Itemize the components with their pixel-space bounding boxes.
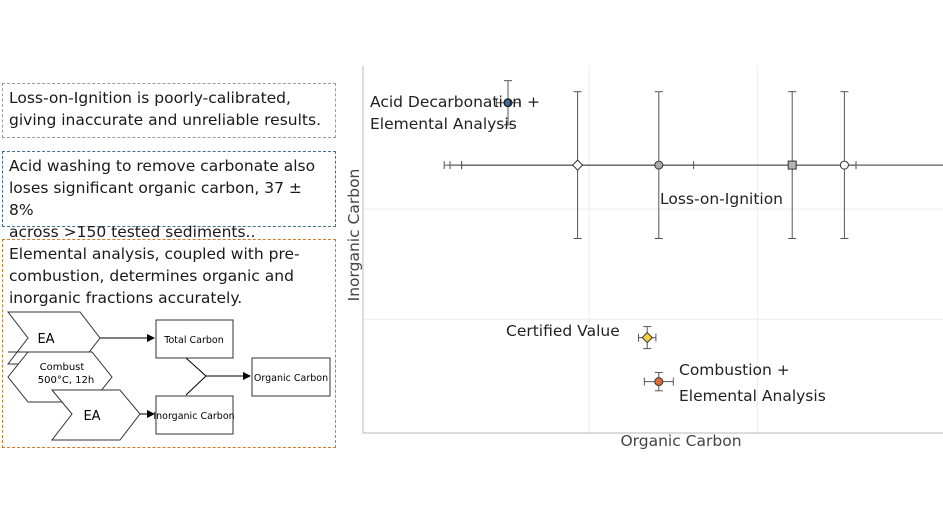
chart-markers [503,98,849,387]
inorganic-carbon-box [155,395,234,435]
acid-note-line3: across >150 tested sediments.. [9,223,256,241]
combust-label-line2: 500°C, 12h [38,375,95,386]
point-marker-0 [503,98,513,108]
annotation-loi: Loss-on-Ignition [660,190,783,208]
organic-carbon-label: Organic Carbon [254,373,328,384]
x-axis-label: Organic Carbon [620,432,741,450]
acid-note-box: Acid washing to remove carbonate also lo… [2,151,336,241]
total-carbon-box [155,319,234,359]
inorganic-carbon-label: Inorganic Carbon [153,411,234,422]
ea-bottom-label: EA [83,409,100,424]
organic-carbon-box [251,357,331,397]
ea-note-line1: Elemental analysis, coupled with pre- [9,245,300,263]
point-marker-4 [839,160,849,170]
point-marker-5 [641,331,653,344]
ea-bottom-chevron [50,389,141,441]
point-marker-3 [787,160,797,170]
ea-top-label: EA [37,332,54,347]
point-marker-6 [654,377,664,387]
ea-note-line2: combustion, determines organic and [9,267,294,285]
error-bars [443,80,943,392]
ea-note-box: Elemental analysis, coupled with pre- co… [2,239,336,448]
loi-note-box: Loss-on-Ignition is poorly-calibrated, g… [2,83,336,138]
y-axis-label-wrap: Inorganic Carbon [345,169,363,302]
loi-note-line2: giving inaccurate and unreliable results… [9,111,321,129]
annotation-comb-line2: Elemental Analysis [679,387,826,405]
ea-note-line3: inorganic fractions accurately. [9,289,243,307]
chart-grid [362,66,943,433]
errorbar-4 [443,91,943,239]
annotation-acid-line1: Acid Decarbonation + [370,93,540,111]
y-axis-label: Inorganic Carbon [345,169,363,302]
annotation-certified: Certified Value [506,322,620,340]
annotation-comb-line1: Combustion + [679,361,790,379]
acid-note-line2: loses significant organic carbon, 37 ± 8… [9,179,302,219]
loi-note-line1: Loss-on-Ignition is poorly-calibrated, [9,89,291,107]
acid-note-line1: Acid washing to remove carbonate also [9,157,316,175]
scatter-chart: Acid Decarbonation + Elemental Analysis … [362,66,943,450]
annotation-acid-line2: Elemental Analysis [370,115,517,133]
point-marker-1 [571,159,584,171]
flowchart: EA Combust 500°C, 12h EA Total Carbon In… [6,311,331,441]
total-carbon-label: Total Carbon [163,335,223,346]
merge-lines [185,357,207,396]
point-marker-2 [654,160,664,170]
combust-label-line1: Combust [40,362,85,373]
